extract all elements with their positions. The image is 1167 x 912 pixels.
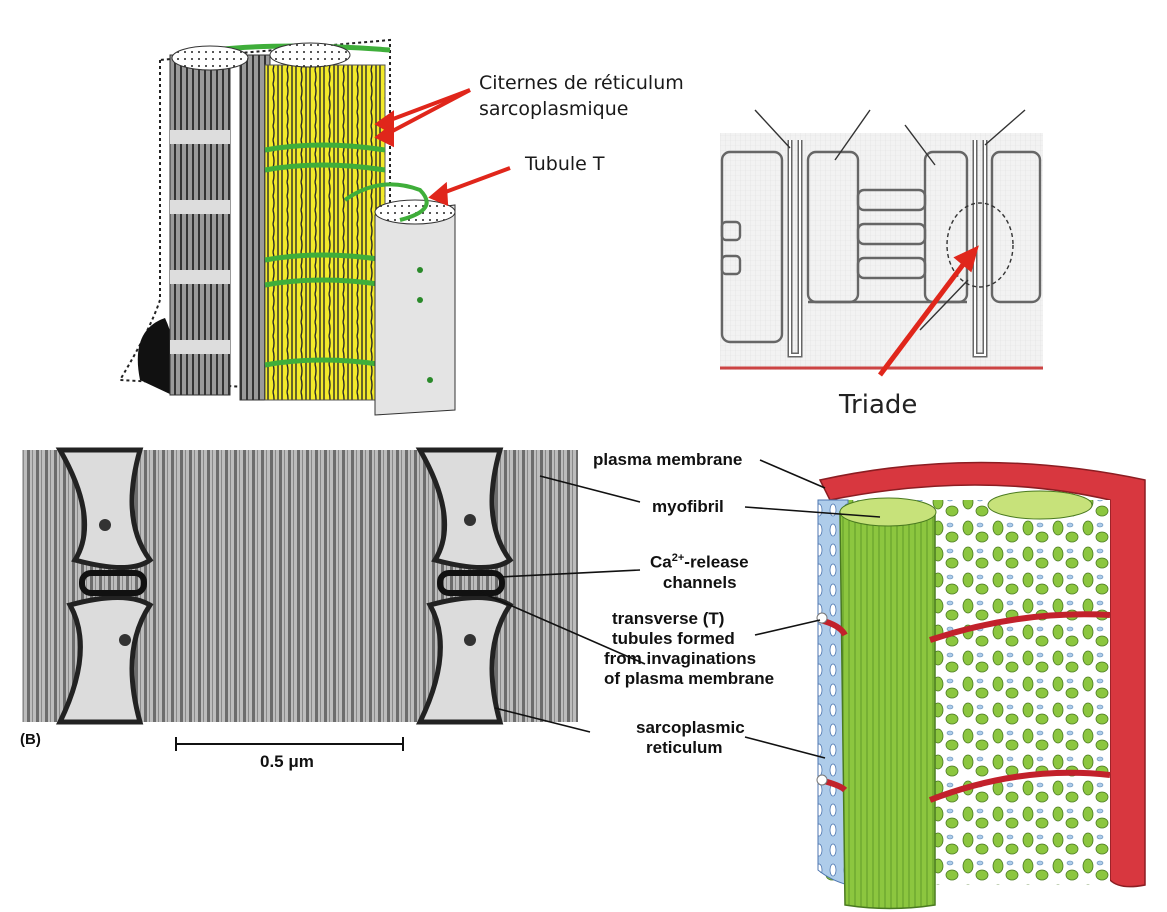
tt-line1: transverse (T) <box>612 609 725 628</box>
panel-b-letter: (B) <box>20 731 41 748</box>
label-sr-line1: Citernes de réticulum <box>479 72 684 94</box>
label-ca-release-line2: channels <box>662 572 737 592</box>
label-triad: Triade <box>839 390 918 420</box>
ca-superscript: 2+ <box>671 552 685 564</box>
ca-prefix: Ca <box>650 552 672 572</box>
scale-bar-label: 0.5 μm <box>260 752 314 771</box>
sr-line2: reticulum <box>646 738 723 757</box>
tt-line3: from invaginations <box>604 649 757 668</box>
label-plasma-membrane: plasma membrane <box>593 450 743 469</box>
label-myofibril: myofibril <box>652 497 724 516</box>
label-sr-line2: sarcoplasmique <box>479 98 629 120</box>
label-t-tubules: transverse (T) tubules formed from invag… <box>604 609 804 689</box>
label-ca-release-line1: Ca2+-release <box>650 548 749 573</box>
tt-line2: tubules formed <box>612 629 735 648</box>
label-sarcoplasmic-reticulum: sarcoplasmic reticulum <box>636 718 745 758</box>
ca-suffix: -release <box>684 552 749 572</box>
tt-line4: of plasma membrane <box>604 669 775 688</box>
label-sr-cisternae: Citernes de réticulum sarcoplasmique <box>479 70 684 122</box>
label-t-tubule: Tubule T <box>525 153 605 175</box>
label-ca-release-channels: Ca2+-release channels <box>650 548 749 593</box>
sr-line1: sarcoplasmic <box>636 718 745 737</box>
